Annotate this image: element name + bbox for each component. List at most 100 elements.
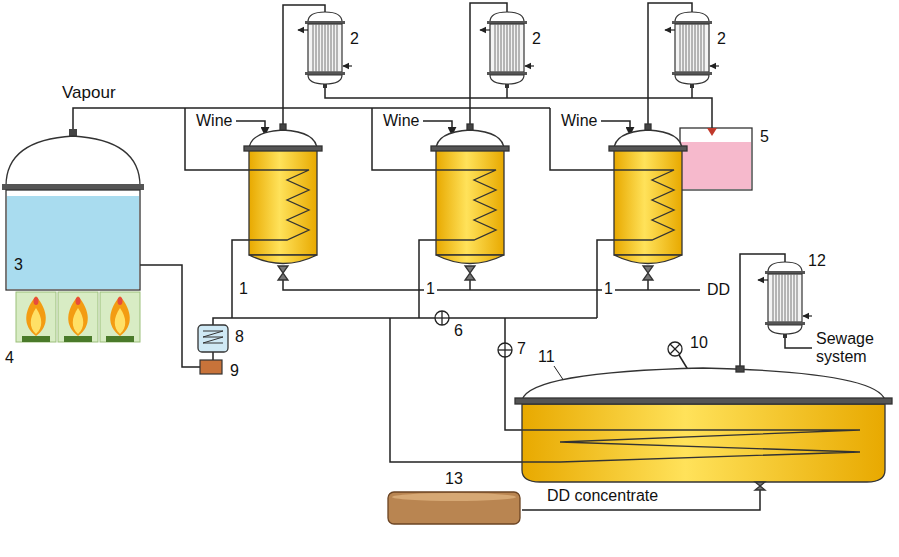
callout-number: 7 [515, 340, 528, 358]
condenser [480, 12, 534, 88]
wine-feed-arrow [236, 121, 265, 135]
pipework [140, 265, 200, 367]
distillate-receiver [707, 128, 717, 136]
distillation-vessel [249, 150, 317, 255]
concentrate-tray [392, 493, 516, 501]
valve-symbol [435, 311, 449, 325]
distillation-vessel [249, 170, 309, 240]
distillation-vessel [643, 266, 653, 280]
pipework [419, 240, 436, 318]
callout-number: 12 [806, 252, 828, 270]
distillation-vessel [436, 150, 504, 255]
heat-exchanger [203, 331, 223, 343]
heat-exchanger [198, 325, 228, 352]
condenser [298, 12, 812, 338]
stream-label: Wine [559, 112, 599, 130]
distillation-vessel [614, 150, 682, 255]
pipework [212, 352, 214, 360]
callout-number: 2 [530, 30, 543, 48]
pipework [691, 88, 693, 98]
pipework [390, 318, 522, 462]
distillation-vessel [249, 255, 317, 264]
concentration-tank [736, 366, 744, 372]
concentrate-tray [388, 492, 520, 524]
pipework [372, 108, 436, 170]
callout-number: 4 [3, 349, 16, 367]
condenser [298, 12, 352, 88]
distillation-vessel [431, 124, 509, 280]
steam-boiler [2, 184, 144, 190]
concentration-tank [522, 430, 860, 462]
concentration-tank [522, 368, 885, 400]
valve-symbol [504, 343, 505, 357]
valve-symbol [435, 311, 512, 357]
distillation-vessel [609, 124, 687, 280]
sight-glass [668, 342, 682, 356]
concentration-tank [522, 404, 885, 482]
callout-number: 9 [228, 362, 241, 380]
callout-number: 11 [536, 348, 557, 366]
distillation-vessel [614, 255, 682, 264]
pipework [647, 280, 649, 290]
concentrate-tray [388, 492, 520, 524]
burner [16, 292, 56, 342]
pipework [232, 240, 249, 318]
distillate-receiver [680, 128, 752, 190]
distillate-receiver [681, 142, 751, 189]
callout-number: 2 [715, 30, 728, 48]
callout-number: 10 [688, 334, 710, 352]
callout-number: 2 [348, 30, 361, 48]
callout-number: 8 [233, 328, 246, 346]
sight-glass [670, 344, 680, 354]
distillation-vessel [465, 266, 475, 280]
pipework [785, 338, 812, 348]
wine-feed-arrow [423, 121, 452, 135]
callout-number: 5 [758, 128, 771, 146]
steam-boiler [6, 136, 140, 186]
distillation-vessel [609, 146, 687, 151]
pipework [73, 108, 550, 130]
callout-number: 13 [443, 470, 465, 488]
sight-glass [668, 342, 682, 356]
condenser [758, 262, 812, 338]
stream-label: Wine [381, 112, 421, 130]
callout-number: 6 [452, 322, 465, 340]
callout-number: 1 [424, 280, 437, 298]
steam-boiler [7, 196, 139, 289]
heat-exchanger [198, 325, 228, 352]
distillation-vessel [244, 124, 687, 280]
condenser [665, 12, 719, 88]
pump [200, 360, 222, 374]
callout-number: 1 [237, 280, 250, 298]
stream-label: DD concentrate [545, 487, 660, 505]
distillation-vessel [244, 146, 322, 151]
burner [100, 292, 140, 342]
distillation-vessel [244, 124, 322, 280]
distillation-vessel [431, 146, 509, 151]
concentration-tank [515, 398, 892, 404]
burner [16, 292, 140, 342]
burner [58, 292, 98, 342]
pipework [506, 88, 508, 98]
callout-number: 3 [12, 256, 25, 274]
pipework [505, 318, 522, 430]
stream-label: Sewage system [814, 330, 896, 365]
stream-label: DD [705, 281, 732, 299]
concentration-tank [515, 366, 892, 490]
pipework [597, 240, 614, 318]
steam-boiler [6, 190, 140, 290]
pipework [185, 108, 249, 170]
concentration-tank [755, 482, 765, 490]
wine-feed-arrow [601, 121, 630, 135]
pipework [469, 280, 471, 290]
distillation-vessel [436, 170, 496, 240]
pump [200, 360, 222, 374]
sight-glass [670, 344, 680, 354]
steam-boiler [2, 129, 144, 290]
distillate-receiver [680, 128, 752, 190]
callout-number: 1 [602, 280, 615, 298]
distillation-vessel [614, 170, 674, 240]
pipework [213, 318, 597, 325]
stream-label: Wine [194, 112, 234, 130]
